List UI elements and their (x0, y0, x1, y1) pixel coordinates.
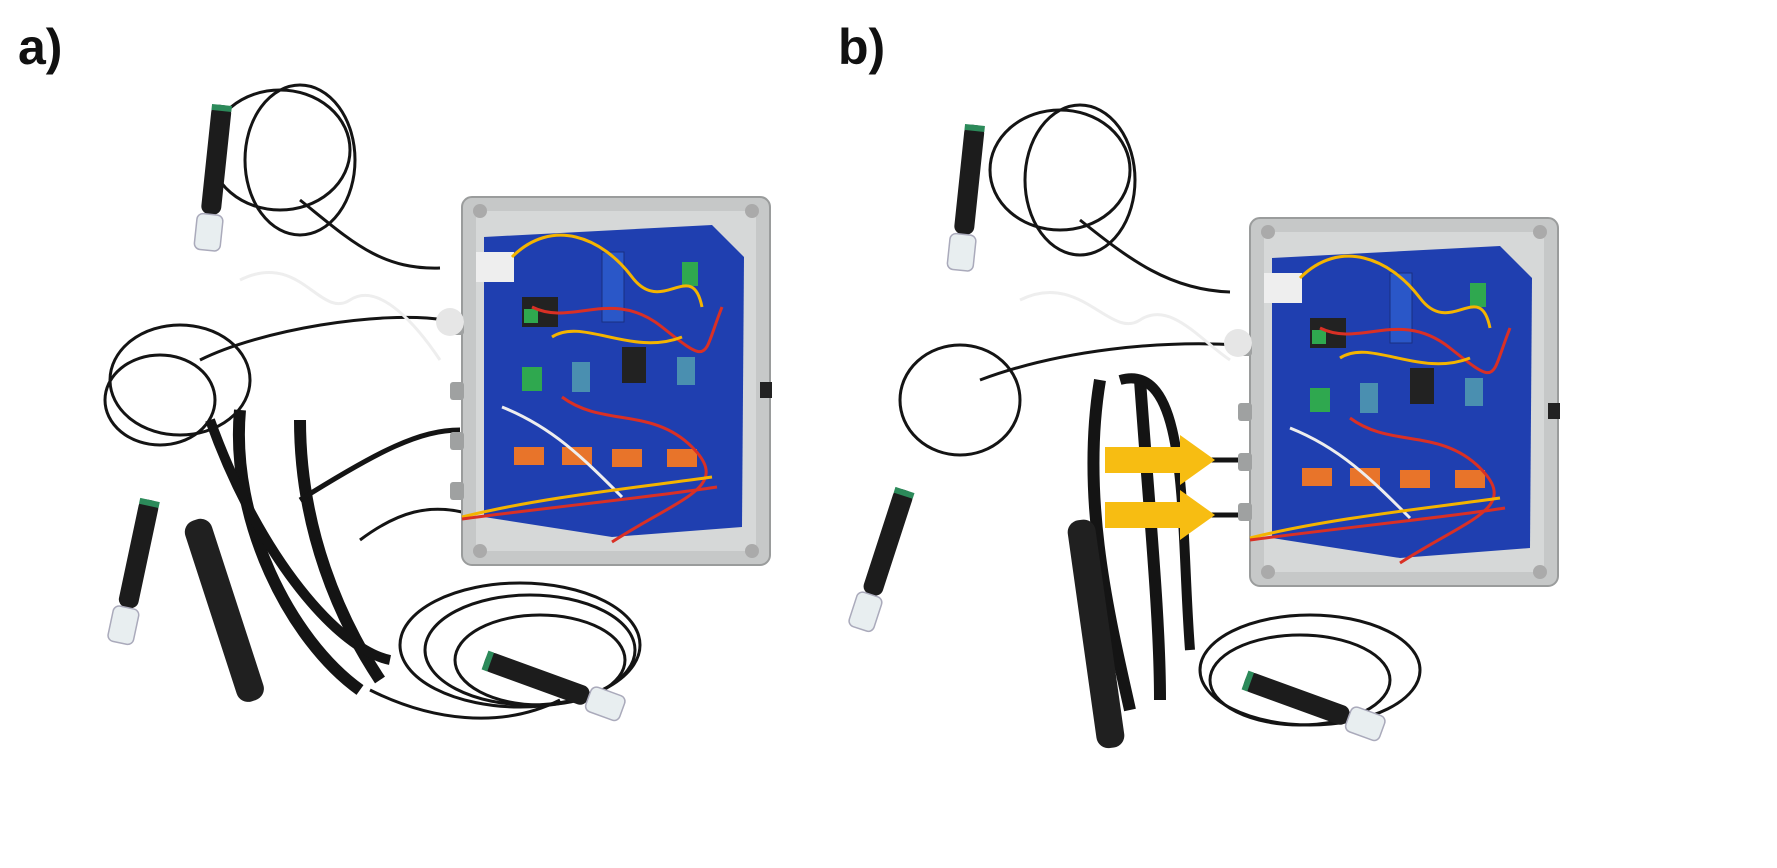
panel-label-b: b) (838, 19, 886, 75)
panel-a-photo (103, 83, 774, 723)
panel-label-a: a) (18, 19, 63, 75)
panel-b-photo (846, 103, 1562, 749)
arrow-icon (1105, 435, 1215, 540)
